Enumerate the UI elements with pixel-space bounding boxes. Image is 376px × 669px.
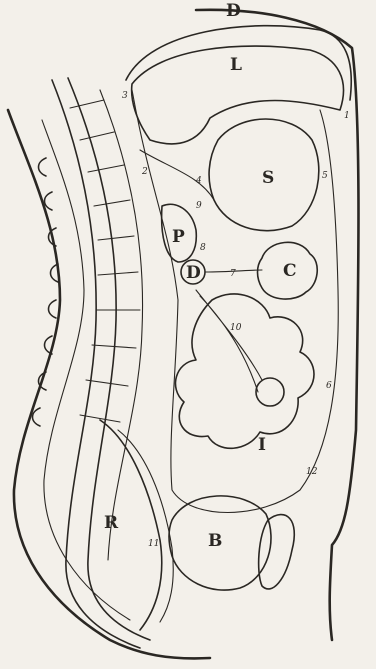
- marker-4: 4: [195, 176, 202, 186]
- label-diaphragm: D: [226, 1, 241, 21]
- label-bladder: B: [208, 531, 222, 551]
- marker-8: 8: [200, 243, 206, 253]
- marker-3: 3: [122, 91, 128, 101]
- label-intestine: I: [258, 435, 266, 455]
- mesentery: [196, 270, 262, 392]
- marker-6: 6: [326, 381, 332, 391]
- marker-10: 10: [230, 323, 242, 333]
- label-rectum: R: [104, 513, 119, 533]
- marker-12: 12: [306, 467, 318, 477]
- marker-9: 9: [196, 201, 202, 211]
- pubic-bone: [259, 515, 295, 589]
- peritoneum: [132, 90, 338, 513]
- rectum-inner: [118, 430, 173, 622]
- marker-11: 11: [148, 539, 159, 549]
- marker-1: 1: [344, 111, 350, 121]
- label-liver: L: [230, 55, 242, 75]
- spinal-column: [52, 78, 150, 648]
- label-duodenum: D: [186, 263, 201, 283]
- marker-2: 2: [141, 167, 148, 177]
- vertebral-processes: [33, 158, 59, 426]
- marker-7: 7: [230, 269, 236, 279]
- label-colon: C: [283, 261, 297, 281]
- marker-5: 5: [322, 171, 328, 181]
- small-intestine: [175, 294, 314, 448]
- ileum-loop: [256, 378, 284, 406]
- label-stomach: S: [262, 168, 274, 188]
- label-pancreas: P: [172, 227, 185, 247]
